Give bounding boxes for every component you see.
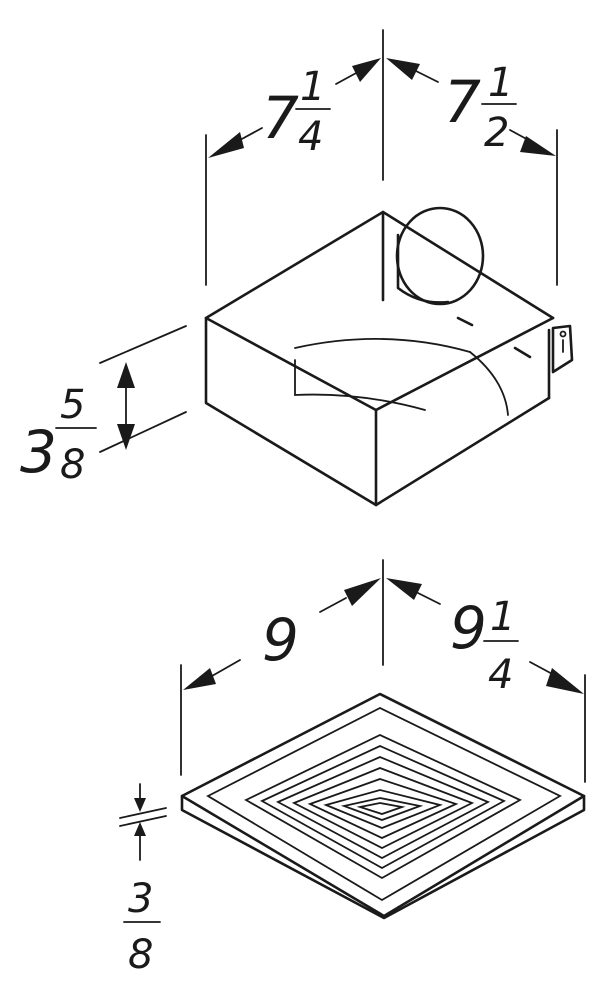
housing-left-numerator: 1 (300, 64, 325, 110)
grille-depth-denominator: 8 (128, 932, 153, 978)
grille-depth-numerator: 3 (128, 876, 153, 922)
grille-right-whole: 9 (450, 594, 487, 662)
housing-height-whole: 3 (20, 418, 57, 486)
housing-height-numerator: 5 (60, 382, 85, 428)
housing-left-whole: 7 (262, 84, 299, 152)
housing-height-dimension: 3 5 8 (20, 325, 187, 488)
grille (180, 692, 586, 920)
grille-depth-dimension: 3 8 (119, 783, 167, 978)
housing-right-whole: 7 (444, 68, 481, 136)
grille-right-dimension: 9 1 4 (386, 578, 586, 783)
grille-left-whole: 9 (262, 606, 299, 674)
grille-right-numerator: 1 (490, 594, 515, 640)
duct-collar (395, 206, 485, 306)
housing-height-denominator: 8 (60, 442, 85, 488)
housing-left-dimension: 7 1 4 (205, 29, 384, 286)
housing-right-numerator: 1 (488, 60, 513, 106)
grille-right-denominator: 4 (488, 652, 513, 698)
housing-right-dimension: 7 1 2 (386, 58, 558, 286)
housing-right-denominator: 2 (484, 110, 509, 156)
housing-left-denominator: 4 (298, 114, 323, 160)
grille-left-dimension: 9 (180, 559, 384, 776)
fan-housing (204, 206, 574, 507)
mounting-bracket (551, 324, 574, 374)
